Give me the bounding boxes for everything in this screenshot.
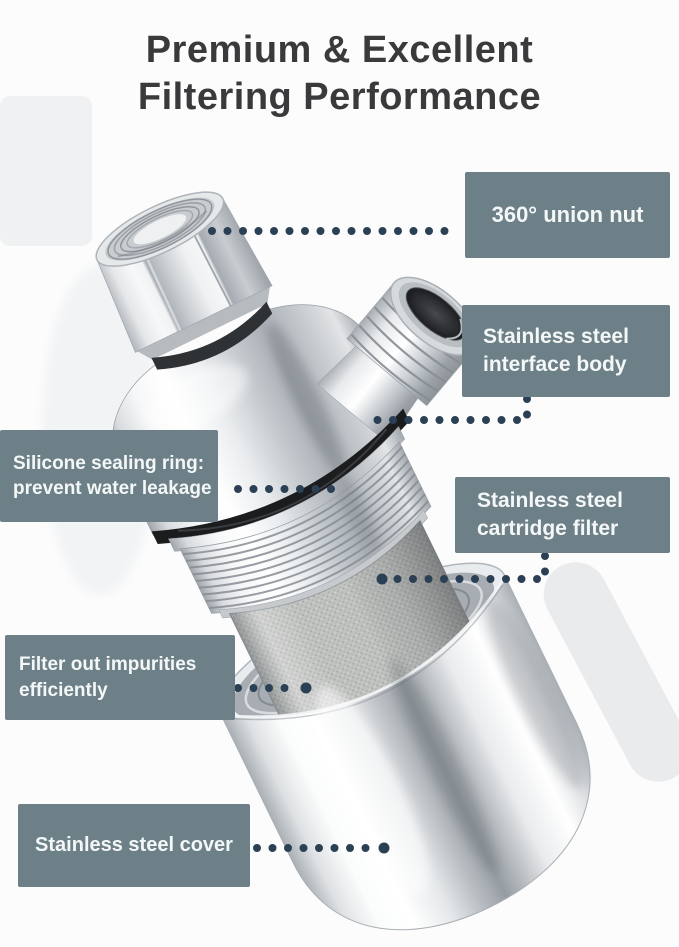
leader-cover-end-dot	[378, 842, 390, 854]
title-line-1: Premium & Excellent	[145, 29, 534, 72]
callout-interface-body-line-2: interface body	[483, 353, 627, 376]
callout-impurities-line-1: Filter out impurities	[19, 654, 197, 676]
callout-union-nut-line: 360° union nut	[491, 202, 644, 228]
callout-cover-line: Stainless steel cover	[35, 834, 233, 857]
water-filter-graphic	[95, 191, 591, 931]
callout-cartridge-filter-line-2: cartridge filter	[477, 517, 619, 540]
union-nut-graphic	[95, 191, 273, 370]
steel-cover-graphic	[220, 575, 591, 931]
background-wash-top-left	[0, 96, 92, 246]
callout-cartridge-filter: Stainless steel cartridge filter	[455, 477, 670, 553]
sealing-ring-graphic	[151, 408, 410, 545]
nut-seam-graphic	[151, 301, 273, 370]
leader-lines	[208, 227, 549, 854]
callout-impurities-line-2: efficiently	[19, 679, 108, 701]
callout-interface-body-line-1: Stainless steel	[483, 325, 629, 349]
leader-cartridge-end-dot	[376, 573, 388, 585]
callout-sealing-ring-line-1: Silicone sealing ring:	[13, 452, 205, 474]
callout-sealing-ring: Silicone sealing ring: prevent water lea…	[0, 430, 218, 522]
callout-interface-body: Stainless steel interface body	[462, 305, 670, 397]
callout-impurities: Filter out impurities efficiently	[5, 635, 235, 720]
callout-cartridge-filter-line-1: Stainless steel	[477, 489, 623, 513]
leader-impurities-end-dot	[300, 682, 312, 694]
callout-cover: Stainless steel cover	[18, 804, 250, 887]
callout-sealing-ring-line-2: prevent water leakage	[13, 478, 212, 499]
title-line-2: Filtering Performance	[137, 75, 542, 118]
callout-union-nut: 360° union nut	[465, 172, 670, 258]
page-title: Premium & Excellent Filtering Performanc…	[0, 27, 679, 120]
background-wash-right	[543, 562, 679, 782]
